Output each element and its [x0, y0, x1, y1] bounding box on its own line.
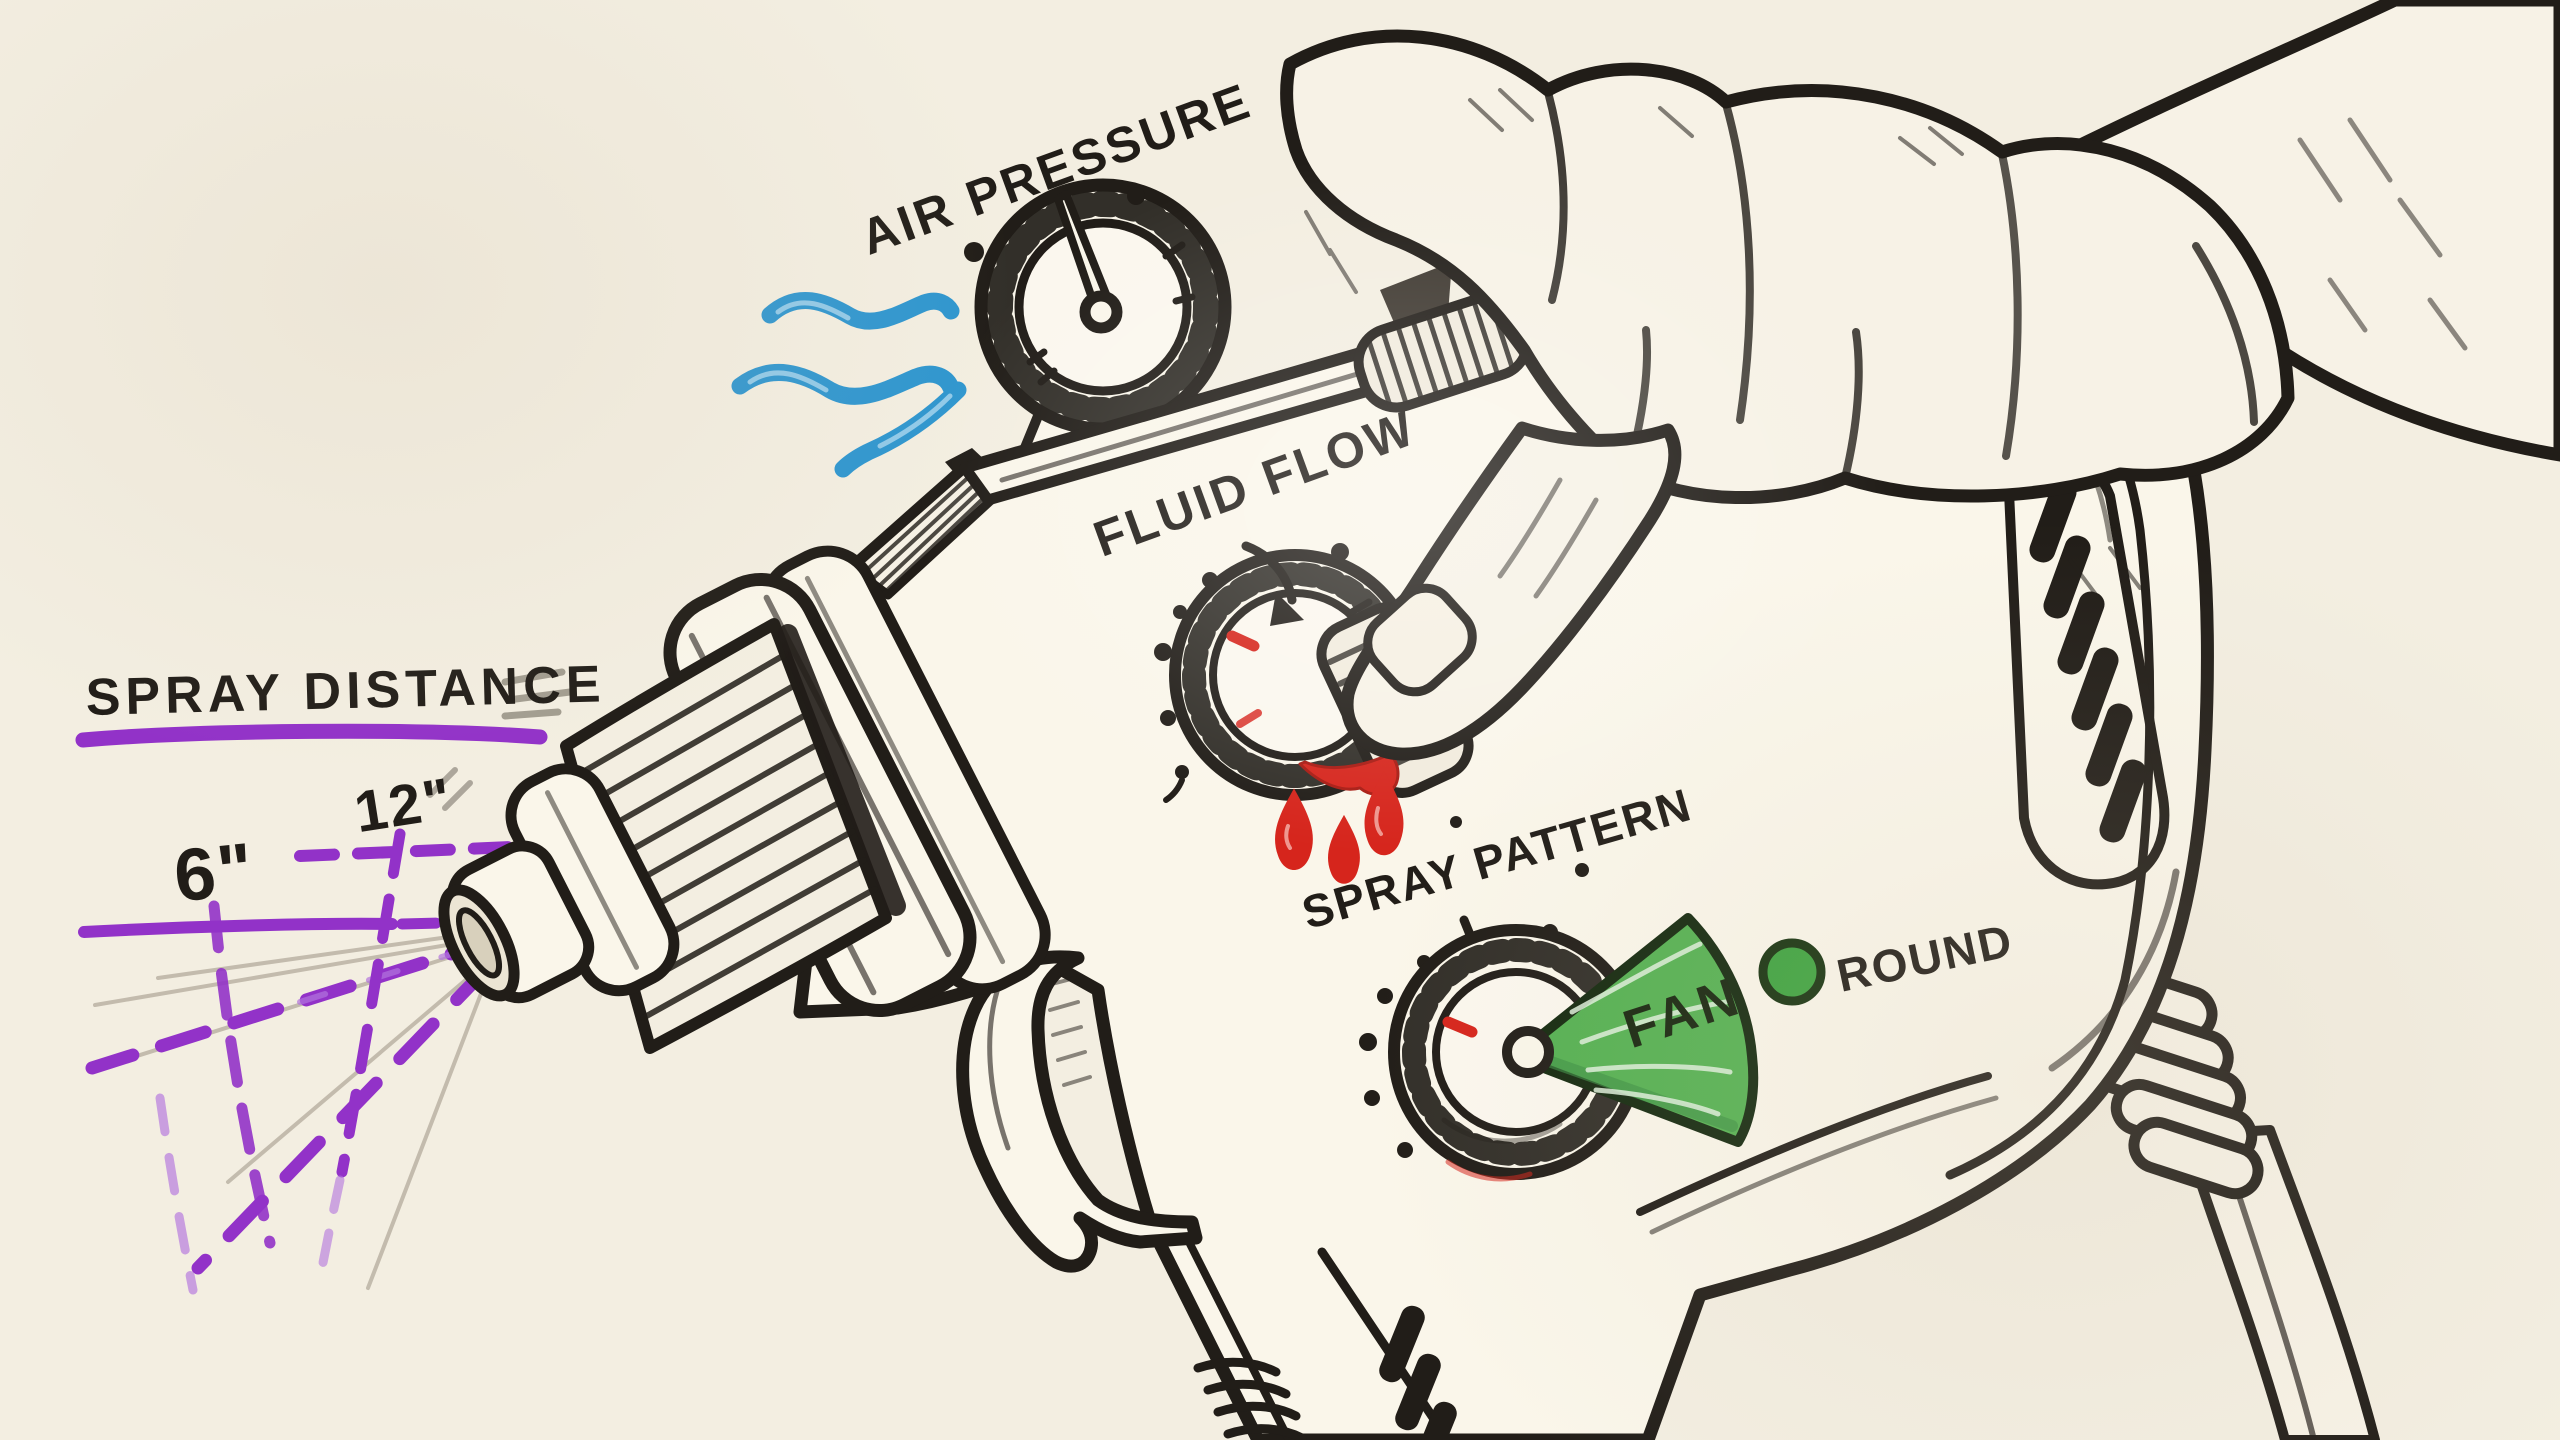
spray-ray-top: [78, 917, 398, 938]
front-ring: [505, 763, 680, 997]
spray-lines-gray: [93, 928, 502, 1290]
trigger: [956, 950, 1203, 1273]
speed-lines: [501, 668, 574, 720]
red-tick: [1226, 630, 1260, 652]
handle-slats: [1379, 1305, 1457, 1440]
hand-illustration: [1280, 0, 2560, 761]
arc-6in: [208, 900, 276, 1249]
arc-12in: [336, 828, 406, 1178]
adjust-arrow: [1241, 541, 1304, 626]
gauge-dot-left: [964, 242, 984, 262]
gauge-ticks: [1026, 241, 1196, 386]
handle-panel-line: [1317, 1247, 1453, 1440]
arc-12in-light: [317, 1175, 345, 1273]
hatch-marks: [427, 767, 473, 811]
forearm: [2033, 0, 2560, 462]
arc-6in-light: [155, 1093, 198, 1295]
rear-knob: [1353, 262, 1533, 413]
spray-ray-middle-light: [297, 945, 473, 1005]
paint-drips-icon: [1275, 752, 1404, 884]
knob-dots: [1154, 543, 1349, 779]
spray-pattern-knob: [1359, 816, 1826, 1182]
underline: [75, 723, 548, 748]
handle-ribs: [1193, 1357, 1307, 1440]
knuckle-hatching: [1304, 88, 2142, 602]
red-tick-2: [1236, 709, 1262, 728]
air-flow-icon: [731, 292, 967, 478]
fingernail: [1363, 583, 1477, 697]
cone-pivot: [1502, 1026, 1554, 1078]
grip-boundary: [1636, 1072, 1992, 1216]
nozzle-tip: [438, 840, 595, 1004]
red-tick: [1442, 1016, 1478, 1038]
level-line-12in: [294, 841, 518, 862]
index-finger: [1340, 421, 1682, 761]
fan-cone-icon: [1502, 913, 1759, 1147]
vent-slats: [2029, 479, 2147, 843]
spray-ray-bottom: [191, 958, 497, 1275]
round-dot-icon: [1758, 938, 1826, 1006]
hand-back: [1280, 29, 2295, 504]
nozzle-assembly: [438, 545, 1051, 1054]
spray-ray-middle: [85, 933, 502, 1075]
air-pressure-gauge: [964, 178, 1232, 436]
gauge-knurl: [987, 191, 1219, 423]
forearm-hatching: [2297, 117, 2468, 351]
gauge-dot-right: [1127, 187, 1145, 205]
trigger-hatching: [1046, 976, 1092, 1087]
gauge-pivot: [1079, 290, 1123, 334]
